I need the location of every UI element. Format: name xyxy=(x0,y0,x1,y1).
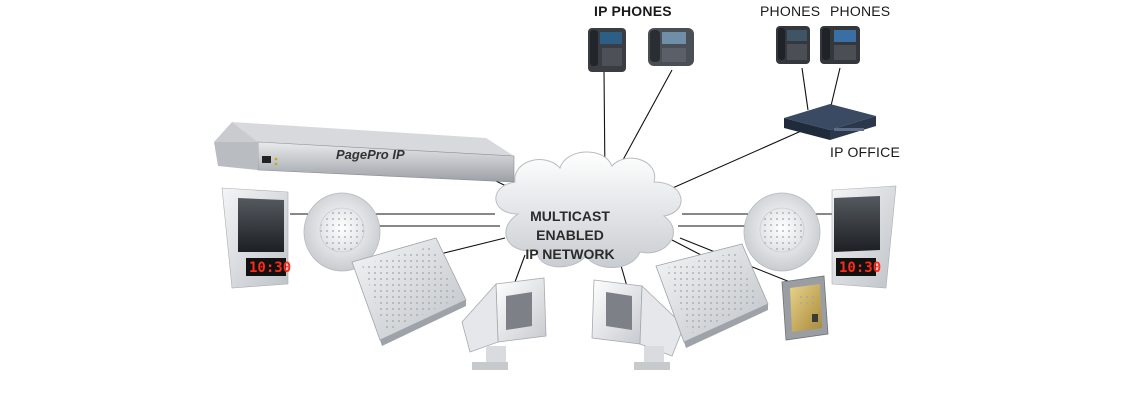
left-ceiling-speaker xyxy=(303,192,381,272)
link-right-panel xyxy=(671,239,704,257)
left-clock-text: 10:30 xyxy=(249,260,291,276)
pagepro-ip-rack: PagePro IP xyxy=(214,122,515,183)
ip-phone-2 xyxy=(648,28,694,66)
intercom-station xyxy=(781,275,829,341)
right-display-speaker: 10:30 xyxy=(831,185,897,289)
ip-phone-1 xyxy=(588,28,626,72)
right-clock-text: 10:30 xyxy=(839,260,881,276)
phone-a xyxy=(776,26,810,64)
rack-brand-text: PagePro IP xyxy=(336,147,405,162)
ip-phones-label: IP PHONES xyxy=(594,3,672,19)
right-horn-speaker xyxy=(591,279,685,370)
cloud-label-line2: IP NETWORK xyxy=(525,246,615,262)
phones-label-2: PHONES xyxy=(830,3,891,19)
network-cloud xyxy=(495,151,682,269)
ip-office-unit xyxy=(784,104,876,140)
ip-office-label: IP OFFICE xyxy=(830,144,900,160)
link-left-panel xyxy=(431,237,506,257)
right-ceiling-speaker xyxy=(743,192,821,272)
phones-label-1: PHONES xyxy=(760,3,821,19)
right-panel-speaker xyxy=(655,243,769,348)
phone-b xyxy=(820,26,860,64)
left-horn-speaker xyxy=(461,277,547,370)
left-panel-speaker xyxy=(351,237,467,346)
left-display-speaker: 10:30 xyxy=(221,187,291,289)
link-phone-b xyxy=(829,67,841,111)
link-ip-office xyxy=(649,127,809,199)
cloud-label: MULTICAST ENABLED IP NETWORK xyxy=(500,207,640,264)
cloud-label-line1: MULTICAST ENABLED xyxy=(530,208,610,243)
link-phone-a xyxy=(801,67,809,111)
